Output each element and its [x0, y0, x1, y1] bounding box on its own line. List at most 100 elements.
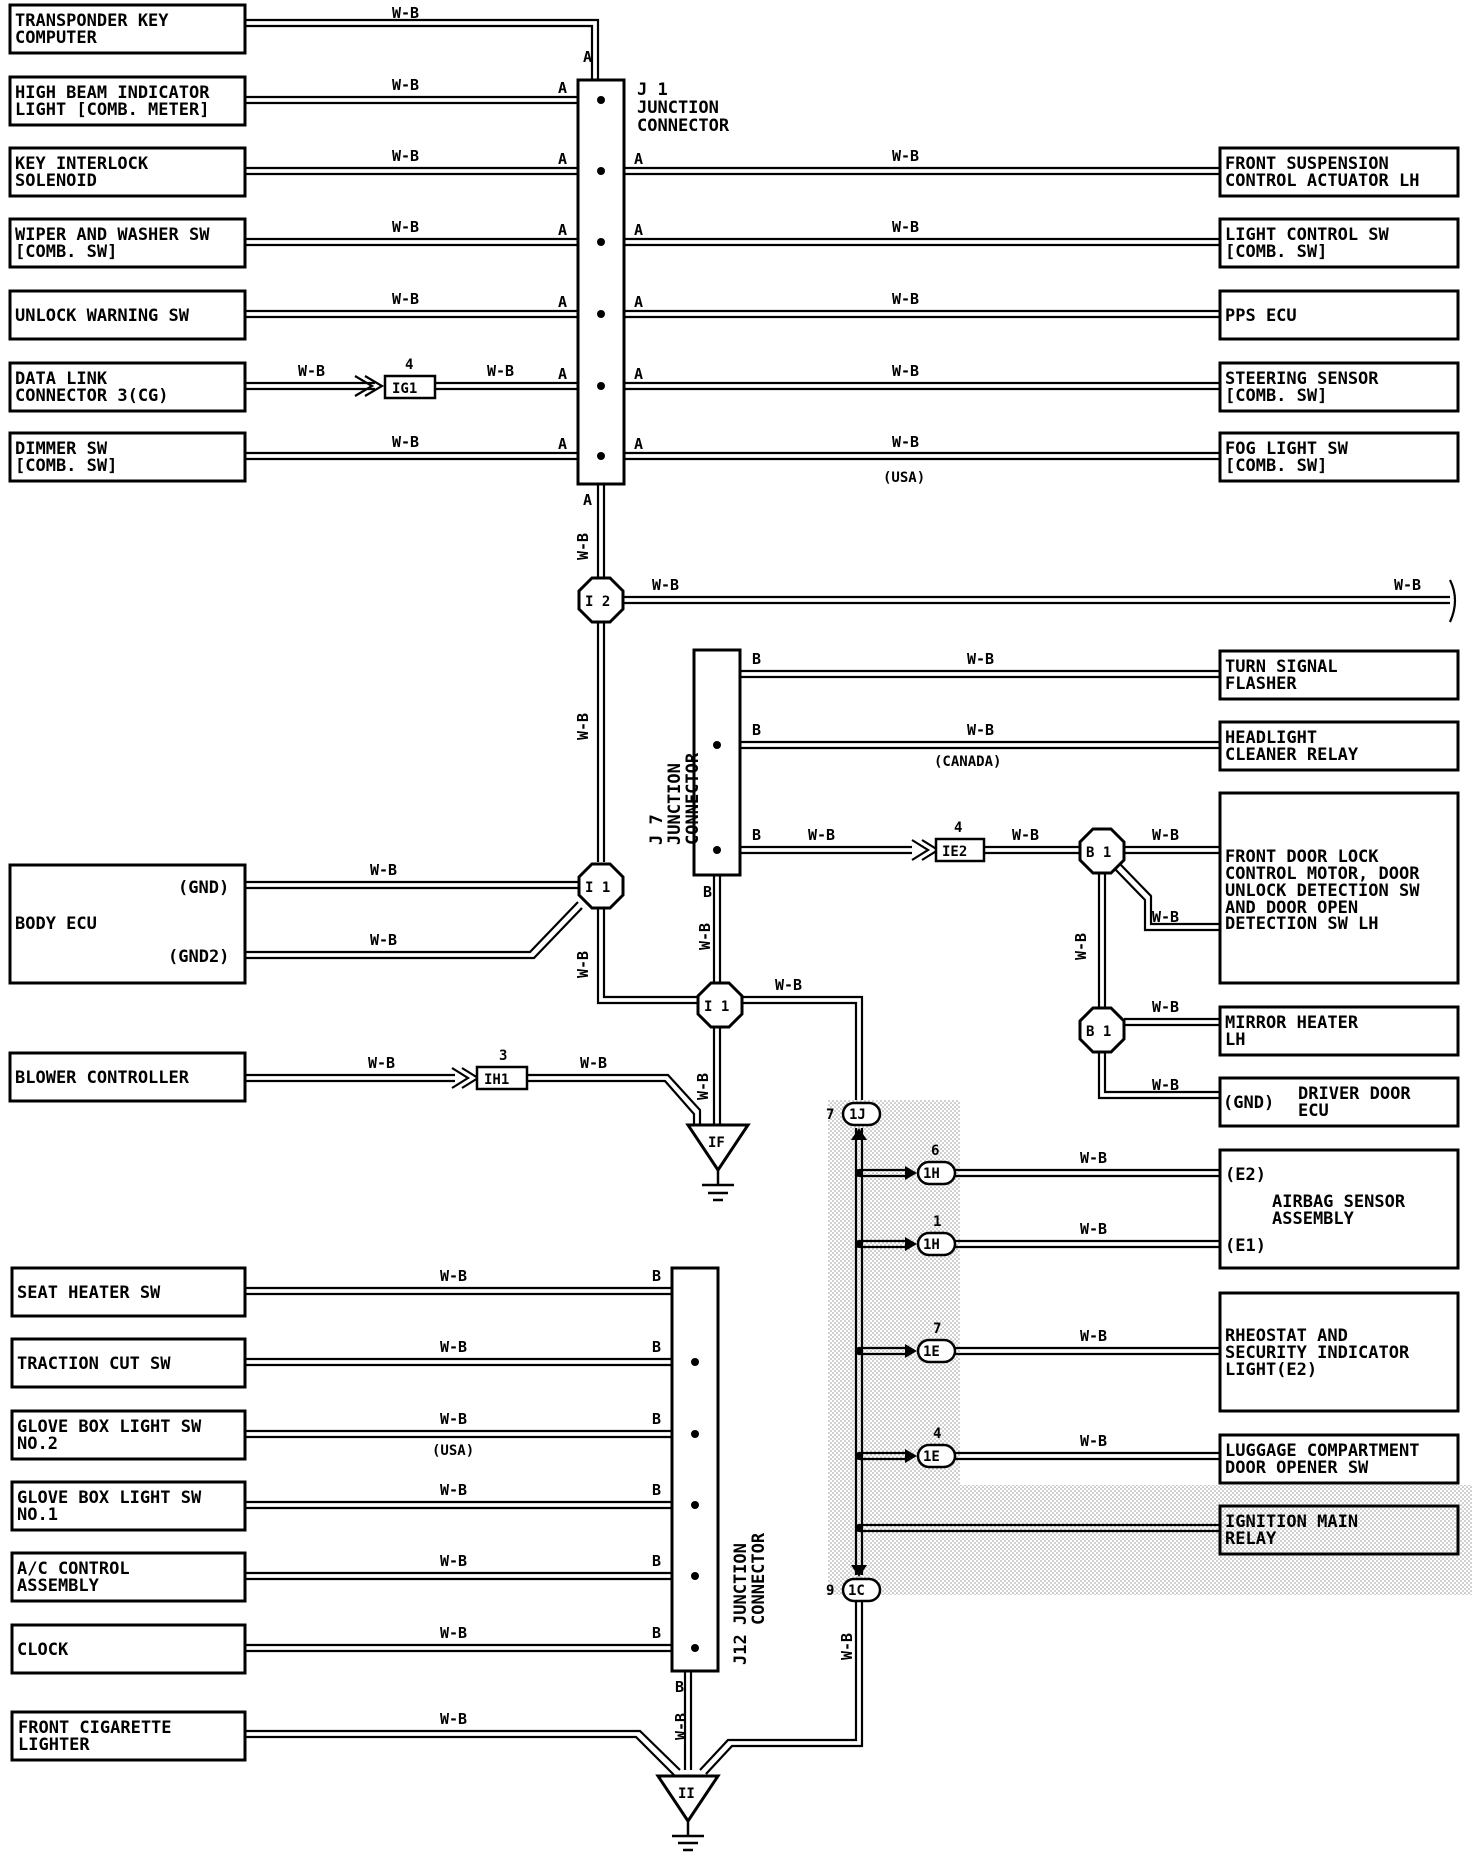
j1-pin-right-3: A: [634, 365, 643, 383]
right-box-light-control-sw-l1: LIGHT CONTROL SW: [1225, 225, 1390, 245]
j1-junction-connector: [576, 78, 626, 486]
headlight-cleaner-relay-box: [1218, 720, 1460, 772]
j1-pin-right-4: A: [634, 435, 643, 453]
svg-text:B 1: B 1: [1086, 845, 1111, 861]
ignition-l1: IGNITION MAIN: [1225, 1512, 1358, 1532]
wire-label-19: W-B: [1152, 826, 1179, 844]
door-lock-l3: UNLOCK DETECTION SW: [1225, 881, 1420, 901]
left-box-wiper-and-washer-sw-l1: WIPER AND WASHER SW: [15, 225, 210, 245]
j12-pin-5: B: [652, 1624, 661, 1642]
wire-label-22: W-B: [1152, 1076, 1179, 1094]
door-lock-l1: FRONT DOOR LOCK: [1225, 847, 1379, 867]
svg-text:I 2: I 2: [585, 594, 610, 610]
j12-box-seat-heater-sw-0-l1: SEAT HEATER SW: [17, 1283, 161, 1303]
j12-box-a-c-control-4-l2: ASSEMBLY: [17, 1576, 100, 1596]
wire-label-1: W-B: [392, 76, 419, 94]
left-box-transponder-key-l1: TRANSPONDER KEY: [15, 11, 169, 31]
right-box-light-control-sw-l2: [COMB. SW]: [1225, 242, 1327, 262]
wire-label-13: W-B: [652, 576, 679, 594]
cigarette-l1: FRONT CIGARETTE: [18, 1718, 172, 1738]
igi-label: IG1: [392, 381, 417, 397]
canada-note: (CANADA): [934, 754, 1001, 770]
left-box-dimmer-sw: DIMMER SW[COMB. SW]: [8, 431, 247, 483]
j7-junction-connector: [692, 648, 742, 877]
front-door-lock-box: [1218, 791, 1460, 985]
j1-pin-left-7: A: [583, 491, 592, 509]
pin-1c: 1C 9: [699, 1565, 882, 1775]
turn-signal-flasher-l2: FLASHER: [1225, 674, 1297, 694]
j12-pin-3: B: [652, 1481, 661, 1499]
wire-label-28: W-B: [1080, 1149, 1107, 1167]
svg-text:II: II: [678, 1786, 695, 1802]
left-box-dimmer-sw-l1: DIMMER SW: [15, 439, 108, 459]
wire-label-11: W-B: [892, 362, 919, 380]
wire-label-6: W-B: [298, 362, 325, 380]
luggage-l2: DOOR OPENER SW: [1225, 1458, 1369, 1478]
igi-connector: IG1 4: [354, 357, 437, 400]
j7-title: J 7 JUNCTION CONNECTOR: [647, 752, 703, 845]
j7-pin-0: B: [752, 650, 761, 668]
airbag-sensor-box: [1218, 1148, 1460, 1270]
right-box-front-suspension-l1: FRONT SUSPENSION: [1225, 154, 1389, 174]
j12-wires: [245, 1286, 693, 1776]
svg-text:JUNCTION: JUNCTION: [731, 1543, 751, 1625]
left-box-data-link-l1: DATA LINK: [15, 369, 108, 389]
wires-j1-right: [624, 166, 1220, 461]
wire-label-16: W-B: [967, 721, 994, 739]
mirror-heater-box: [1218, 1005, 1460, 1057]
door-lock-l4: AND DOOR OPEN: [1225, 898, 1358, 918]
rheostat-l2: SECURITY INDICATOR: [1225, 1343, 1410, 1363]
j1-title: J 1: [637, 80, 668, 100]
i2-junction: I 2: [577, 576, 625, 624]
j12-pin-0: B: [652, 1267, 661, 1285]
j1-pin-left-5: A: [558, 365, 567, 383]
svg-text:1H: 1H: [923, 1166, 940, 1182]
wire-label-9: W-B: [892, 218, 919, 236]
svg-text:1C: 1C: [848, 1583, 865, 1599]
usa-note-2: (USA): [432, 1443, 474, 1459]
wire-label-v-6: W-B: [672, 1713, 690, 1740]
j12-box-clock-5-l1: CLOCK: [17, 1640, 69, 1660]
wire-label-21: W-B: [1152, 998, 1179, 1016]
luggage-opener-box: [1218, 1433, 1460, 1485]
body-ecu-gnd: (GND): [178, 878, 229, 898]
right-box-pps-ecu: PPS ECU: [1218, 289, 1460, 341]
right-box-pps-ecu-l1: PPS ECU: [1225, 306, 1297, 326]
turn-signal-flasher-l1: TURN SIGNAL: [1225, 657, 1338, 677]
airbag-e2: (E2): [1225, 1165, 1266, 1185]
wire-label-v-2: W-B: [574, 951, 592, 978]
wire-label-18: W-B: [1012, 826, 1039, 844]
wire-label-v-3: W-B: [696, 923, 714, 950]
driver-door-l1: DRIVER DOOR: [1298, 1084, 1411, 1104]
svg-text:1E: 1E: [923, 1449, 940, 1465]
usa-note: (USA): [883, 470, 925, 486]
wire-label-17: W-B: [808, 826, 835, 844]
j1-title-line2: CONNECTOR: [637, 116, 730, 136]
wire-label-7: W-B: [487, 362, 514, 380]
right-box-front-suspension-l2: CONTROL ACTUATOR LH: [1225, 171, 1419, 191]
svg-text:J 7: J 7: [647, 814, 667, 845]
wire-label-v-1: W-B: [574, 713, 592, 740]
j1-pin-left-4: A: [558, 293, 567, 311]
j12-pin-2: B: [652, 1410, 661, 1428]
wire-label-38: W-B: [440, 1710, 467, 1728]
right-box-fog-light-sw-l1: FOG LIGHT SW: [1225, 439, 1349, 459]
right-box-steering-sensor-l1: STEERING SENSOR: [1225, 369, 1379, 389]
wire-label-23: W-B: [370, 861, 397, 879]
wire-label-33: W-B: [440, 1338, 467, 1356]
i1-upper-junction: I 1: [577, 862, 625, 910]
airbag-l2: ASSEMBLY: [1272, 1209, 1355, 1229]
body-ecu-box: [8, 863, 247, 985]
ignition-l2: RELAY: [1225, 1529, 1277, 1549]
blower-controller-box: [8, 1051, 247, 1103]
j1-pin-left-3: A: [558, 221, 567, 239]
wire-label-v-7: W-B: [838, 1633, 856, 1660]
driver-door-gnd: (GND): [1223, 1093, 1274, 1113]
j12-box-glove-box-light-sw-3-l2: NO.1: [17, 1505, 58, 1525]
right-box-fog-light-sw: FOG LIGHT SW[COMB. SW]: [1218, 431, 1460, 483]
